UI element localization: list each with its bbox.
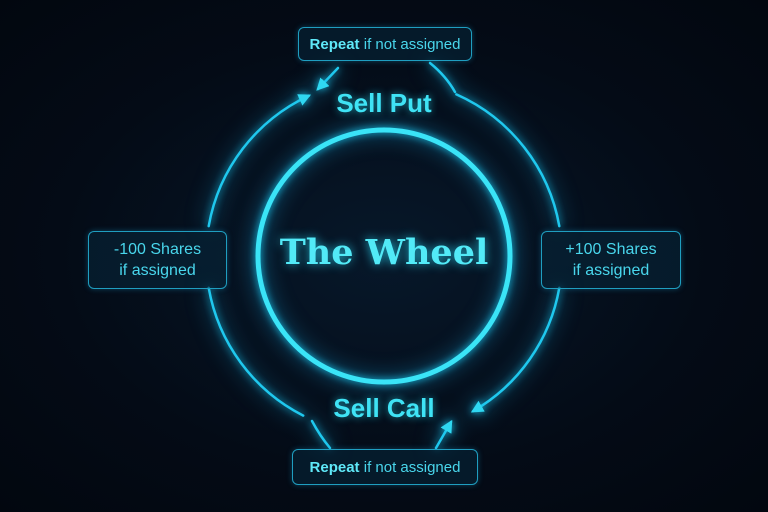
repeat-rest: if not assigned: [359, 458, 461, 476]
diagram-title: The Wheel: [279, 232, 489, 273]
inner-circle: [255, 127, 513, 385]
shares-box-left: -100 Shares if assigned: [88, 231, 227, 289]
arc-bottom-right-arrow: [470, 286, 561, 413]
node-sell-call: Sell Call: [333, 393, 435, 423]
shares-line: -100 Shares: [113, 241, 202, 258]
arc-top-left-arrow: [207, 94, 312, 228]
repeat-arrow-bottom: [434, 419, 453, 450]
repeat-strong: Repeat: [309, 458, 360, 476]
assigned-line: if assigned: [572, 262, 650, 279]
arc-top-right: [455, 93, 561, 228]
node-sell-put: Sell Put: [336, 88, 432, 118]
shares-line: +100 Shares: [565, 241, 657, 258]
repeat-rest: if not assigned: [359, 35, 461, 53]
repeat-strong: Repeat: [309, 35, 360, 53]
repeat-box-bottom: Repeat if not assigned: [292, 449, 478, 485]
arc-top-short: [428, 61, 457, 94]
assigned-line: if assigned: [119, 262, 196, 279]
repeat-box-top: Repeat if not assigned: [298, 27, 472, 61]
repeat-arrow-top: [316, 66, 340, 91]
arc-bottom-left: [207, 286, 305, 417]
arc-bottom-short: [310, 419, 332, 450]
shares-box-right: +100 Shares if assigned: [541, 231, 681, 289]
